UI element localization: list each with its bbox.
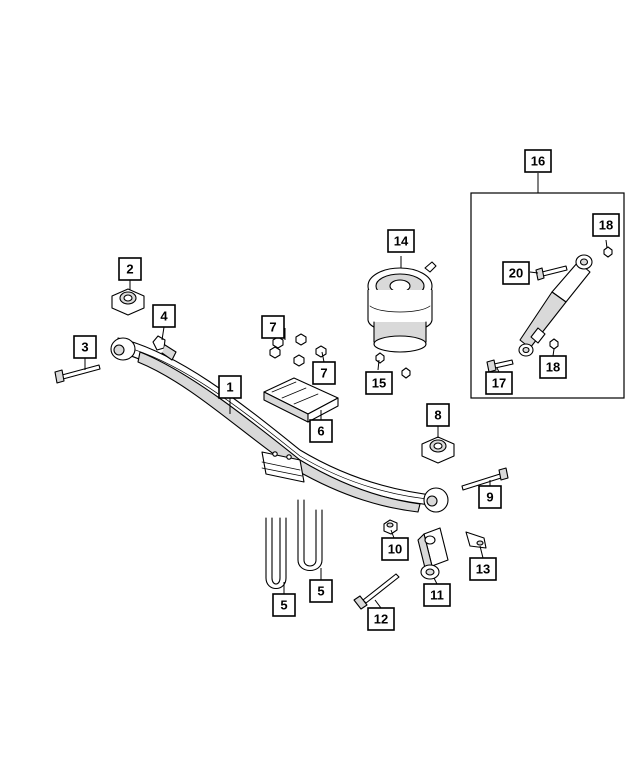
svg-text:3: 3 (81, 340, 88, 355)
svg-text:17: 17 (492, 376, 506, 391)
front-eye-bolt (54, 364, 101, 384)
callout-2: 2 (118, 257, 142, 281)
svg-text:11: 11 (430, 588, 444, 603)
spring-center-block (261, 451, 305, 483)
callout-8: 8 (426, 403, 450, 427)
callout-10: 10 (381, 537, 409, 561)
callout-3: 3 (73, 335, 97, 359)
svg-text:14: 14 (394, 234, 409, 249)
shock-nut-upper (603, 246, 613, 258)
air-spring (367, 261, 437, 353)
svg-text:4: 4 (160, 309, 168, 324)
callout-9: 9 (478, 485, 502, 509)
shock-absorber (518, 254, 593, 357)
svg-text:9: 9 (486, 490, 493, 505)
callout-4: 4 (152, 304, 176, 328)
nut-set (269, 333, 327, 367)
svg-text:18: 18 (599, 218, 613, 233)
svg-text:5: 5 (280, 598, 287, 613)
callout-6: 6 (309, 419, 333, 443)
callout-7-top: 7 (261, 315, 285, 339)
svg-text:16: 16 (531, 154, 545, 169)
shackle-nut (383, 519, 398, 535)
shackle-bushing-cap (465, 531, 487, 549)
callout-17: 17 (485, 371, 513, 395)
svg-text:10: 10 (388, 542, 402, 557)
leader-lines (84, 239, 608, 609)
svg-text:1: 1 (226, 380, 233, 395)
callout-7-right: 7 (312, 361, 336, 385)
spring-shackle (417, 527, 449, 580)
shock-upper-bolt (535, 265, 568, 281)
callout-15: 15 (365, 371, 393, 395)
spring-plate (263, 377, 339, 423)
shackle-lower-bolt (353, 573, 400, 610)
callout-13: 13 (469, 557, 497, 581)
callout-11: 11 (423, 583, 451, 607)
svg-text:18: 18 (546, 360, 560, 375)
svg-text:20: 20 (509, 266, 523, 281)
bushing-front (111, 288, 145, 316)
shock-lower-bolt (486, 359, 514, 373)
callout-18-lower: 18 (539, 355, 567, 379)
shackle-bolt (461, 467, 509, 491)
bushing-rear (421, 436, 455, 464)
svg-text:8: 8 (434, 408, 441, 423)
air-spring-nuts (375, 352, 411, 379)
u-bolt-left (265, 517, 287, 590)
callout-18-upper: 18 (592, 213, 620, 237)
shock-nut-lower (549, 338, 559, 350)
svg-text:13: 13 (476, 562, 490, 577)
callout-5-right: 5 (309, 579, 333, 603)
svg-text:7: 7 (269, 320, 276, 335)
callout-12: 12 (367, 607, 395, 631)
u-bolt-right (297, 499, 323, 572)
callout-20: 20 (502, 261, 530, 285)
svg-text:6: 6 (317, 424, 324, 439)
svg-text:2: 2 (126, 262, 133, 277)
leaf-spring (110, 337, 449, 513)
svg-text:12: 12 (374, 612, 388, 627)
callout-14: 14 (387, 229, 415, 253)
callout-16: 16 (524, 149, 552, 173)
shock-kit-group-box (470, 192, 625, 399)
svg-text:7: 7 (320, 366, 327, 381)
callout-5-left: 5 (272, 593, 296, 617)
svg-text:5: 5 (317, 584, 324, 599)
callout-1: 1 (218, 375, 242, 399)
svg-text:15: 15 (372, 376, 386, 391)
